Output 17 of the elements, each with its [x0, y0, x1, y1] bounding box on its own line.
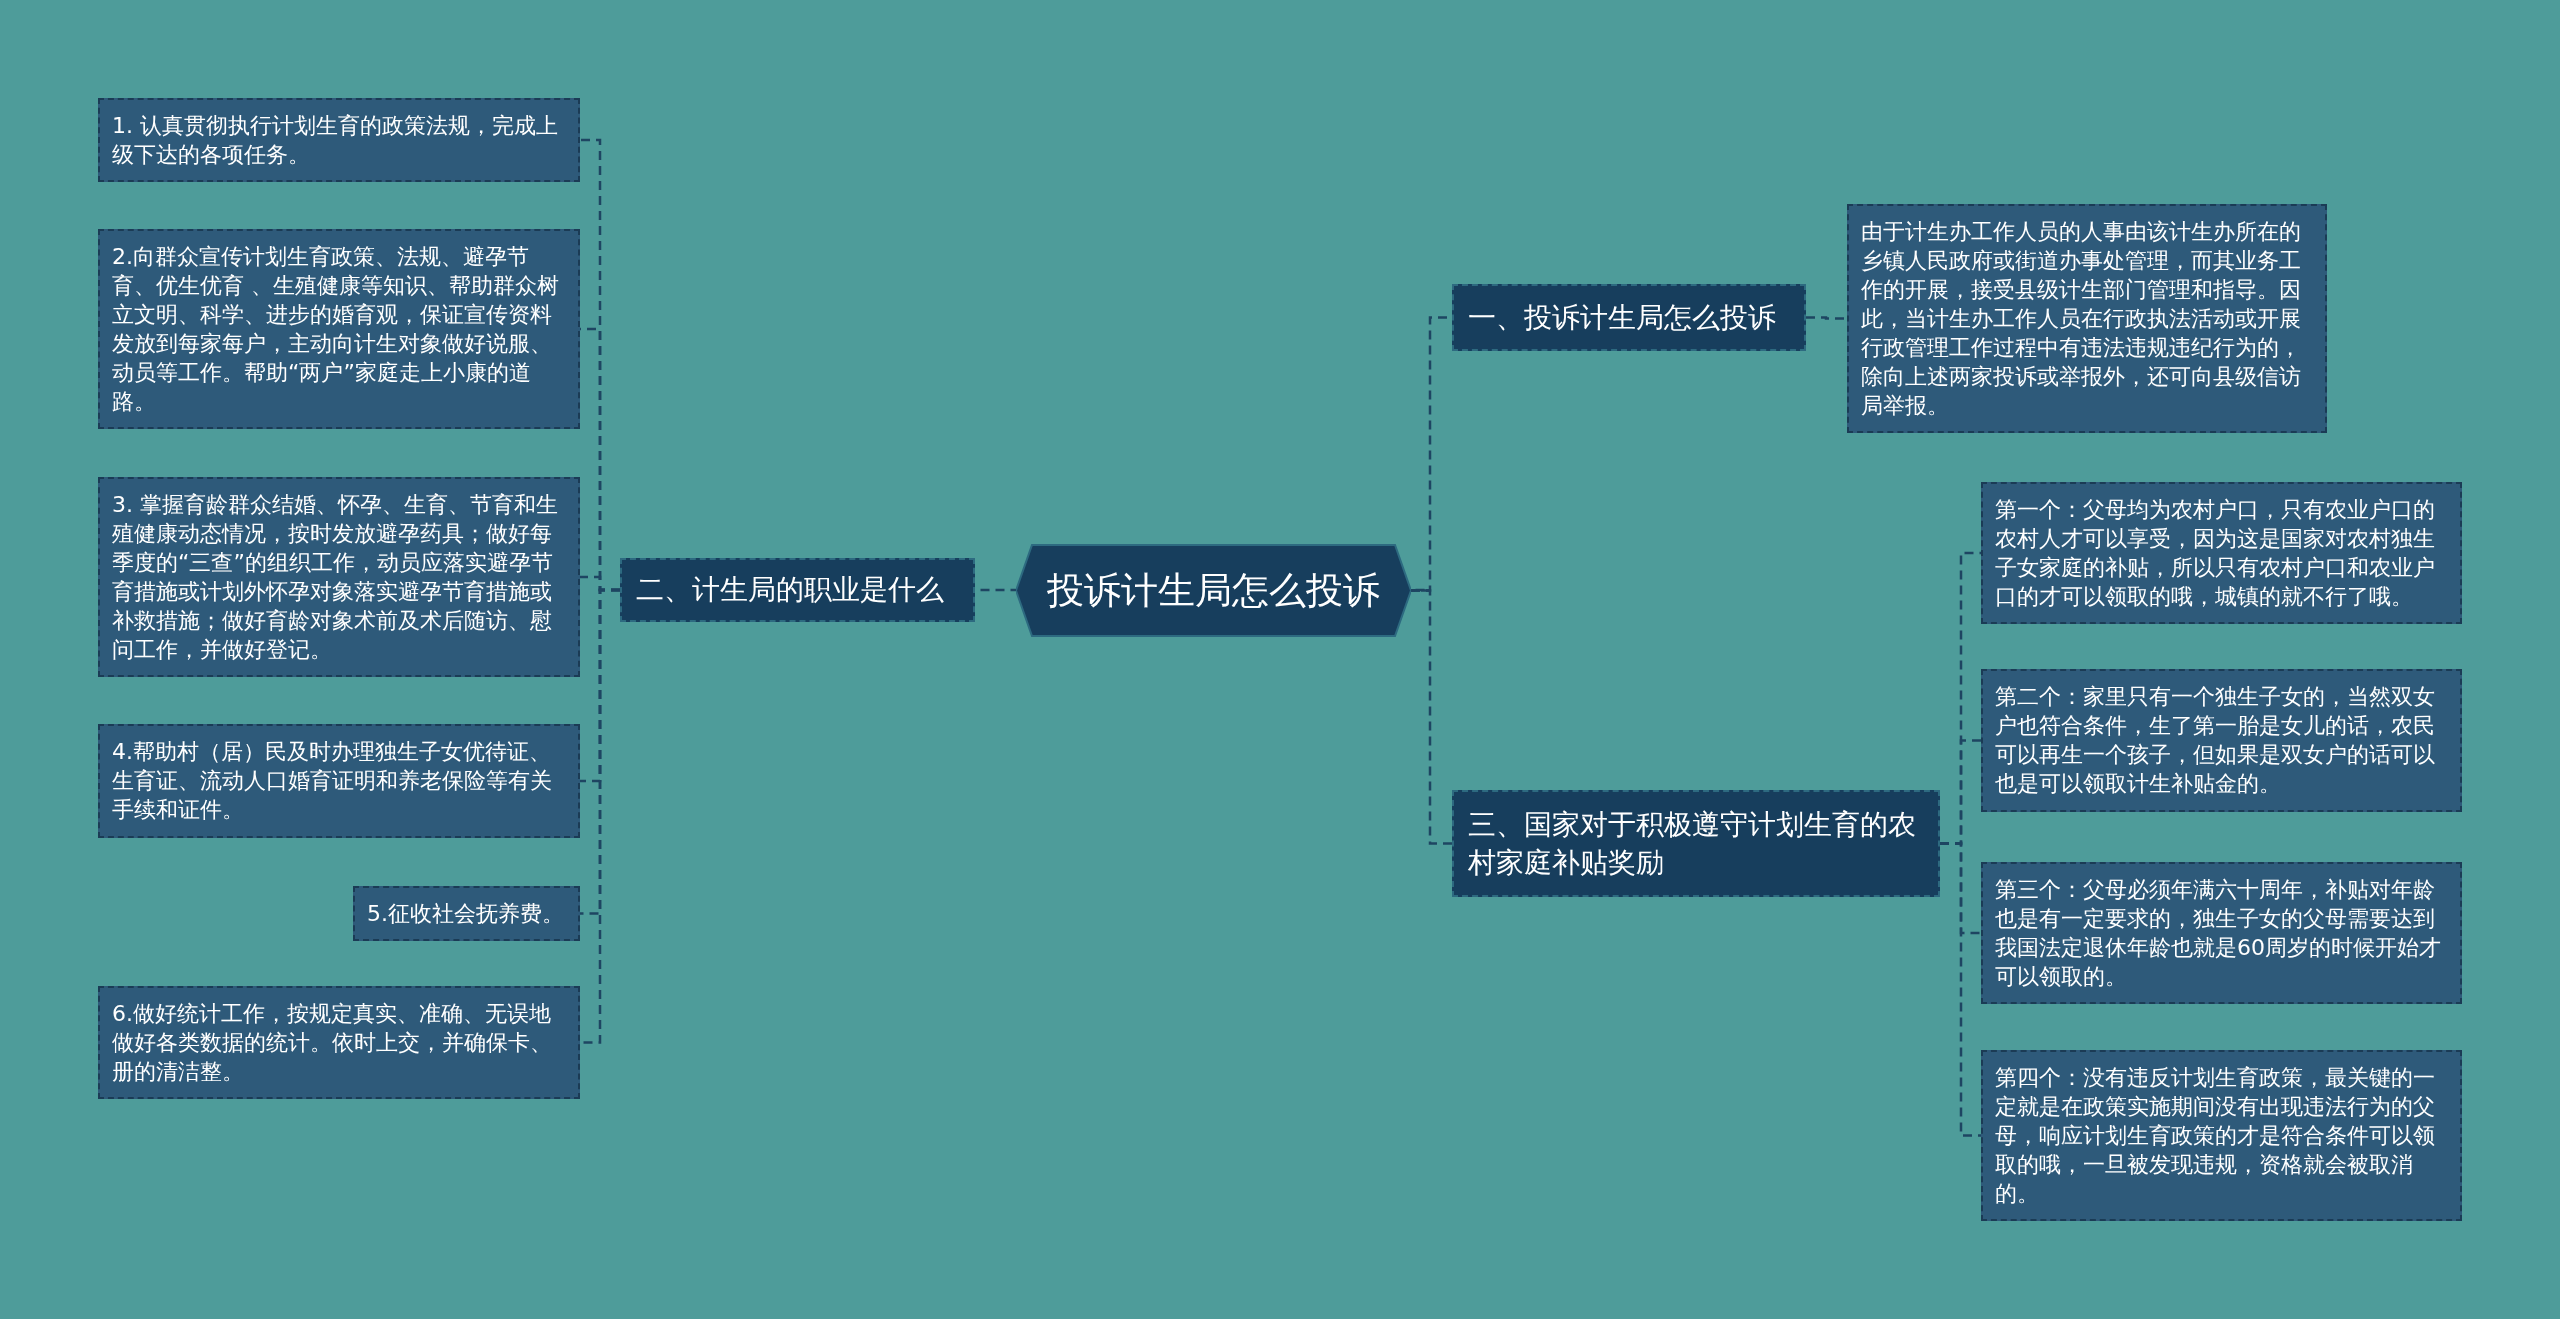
- note-box: 6.做好统计工作，按规定真实、准确、无误地做好各类数据的统计。依时上交，并确保卡、册的清洁整。: [98, 986, 580, 1099]
- note-box: 第三个：父母必须年满六十周年，补贴对年龄也是有一定要求的，独生子女的父母需要达到我国法定退休年龄也就是60周岁的时候开始才可以领取的。: [1981, 862, 2462, 1004]
- note-box: 5.征收社会抚养费。: [353, 886, 580, 941]
- connector-line: [1806, 316, 1847, 320]
- note-box: 由于计生办工作人员的人事由该计生办所在的乡镇人民政府或街道办事处管理，而其业务工作的开展，接受县级计生部门管理和指导。因此，当计生办工作人员在行政执法活动或开展行政管理工作过程中有违法违规违纪行为的，除向上述两家投诉或举报外，还可向县级信访局举报。: [1847, 204, 2327, 433]
- topic-box: 二、计生局的职业是什么: [620, 558, 975, 622]
- note-box: 第四个：没有违反计划生育政策，最关键的一定就是在政策实施期间没有出现违法行为的父母，响应计划生育政策的才是符合条件可以领取的哦，一旦被发现违规，资格就会被取消的。: [1981, 1050, 2462, 1221]
- note-box: 4.帮助村（居）民及时办理独生子女优待证、生育证、流动人口婚育证明和养老保险等有关手续和证件。: [98, 724, 580, 838]
- connector-line: [1940, 842, 1981, 1137]
- topic-box: 一、投诉计生局怎么投诉: [1452, 284, 1806, 351]
- topic-box: 三、国家对于积极遵守计划生育的农村家庭补贴奖励: [1452, 790, 1940, 897]
- note-box: 1. 认真贯彻执行计划生育的政策法规，完成上级下达的各项任务。: [98, 98, 580, 182]
- note-box: 第二个：家里只有一个独生子女的，当然双女户也符合条件，生了第一胎是女儿的话，农民可以再生一个孩子，但如果是双女户的话可以也是可以领取计生补贴金的。: [1981, 669, 2462, 812]
- note-box: 第一个：父母均为农村户口，只有农业户口的农村人才可以享受，因为这是国家对农村独生子女家庭的补贴，所以只有农村户口和农业户口的才可以领取的哦，城镇的就不行了哦。: [1981, 482, 2462, 624]
- central-topic: 投诉计生局怎么投诉: [1016, 544, 1411, 637]
- note-box: 2.向群众宣传计划生育政策、法规、避孕节育、优生优育 、生殖健康等知识、帮助群众树立文明、科学、进步的婚育观，保证宣传资料发放到每家每户，主动向计生对象做好说服、动员等工作。帮助“两户”家庭走上小康的道路。: [98, 229, 580, 429]
- note-box: 3. 掌握育龄群众结婚、怀孕、生育、节育和生殖健康动态情况，按时发放避孕药具；做好每季度的“三查”的组织工作，动员应落实避孕节育措施或计划外怀孕对象落实避孕节育措施或补救措施；做好育龄对象术前及术后随访、慰问工作，并做好登记。: [98, 477, 580, 677]
